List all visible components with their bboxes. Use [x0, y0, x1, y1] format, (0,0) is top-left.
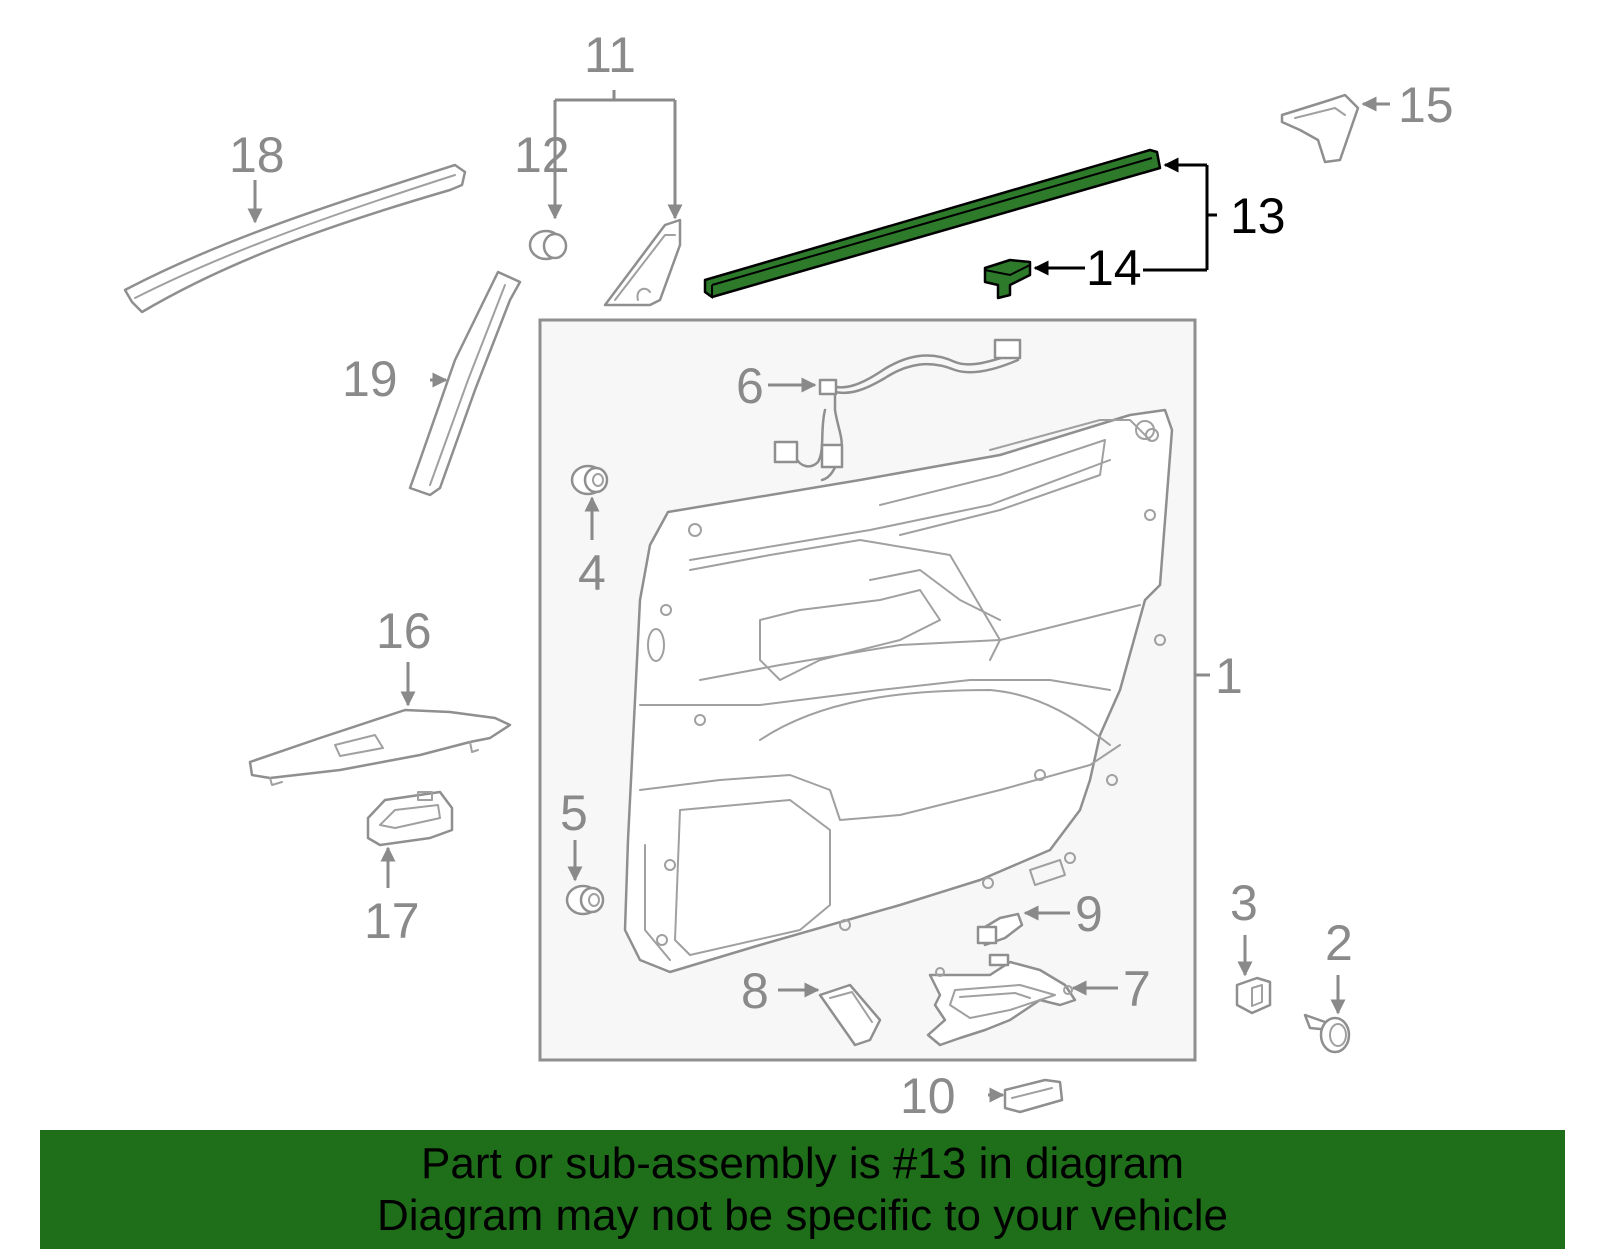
callout-12: 12 — [514, 127, 570, 183]
callout-2: 2 — [1325, 915, 1353, 971]
callout-3: 3 — [1230, 875, 1258, 931]
clip-part-14[interactable] — [983, 258, 1032, 300]
callout-9: 9 — [1075, 886, 1103, 942]
callout-1: 1 — [1215, 648, 1243, 704]
clip-part-5[interactable] — [565, 884, 605, 916]
callout-18: 18 — [229, 127, 285, 183]
callout-7: 7 — [1123, 961, 1151, 1017]
footer-banner: Part or sub-assembly is #13 in diagram D… — [40, 1130, 1565, 1249]
clip-part-4[interactable] — [570, 464, 609, 496]
screw-part-2[interactable] — [1303, 1013, 1351, 1054]
belt-molding-part-13[interactable] — [703, 148, 1162, 299]
callout-16: 16 — [376, 603, 432, 659]
footer-line-disclaimer: Diagram may not be specific to your vehi… — [376, 1191, 1229, 1240]
switch-part-17[interactable] — [366, 790, 454, 847]
callout-17: 17 — [364, 893, 420, 949]
callout-11: 11 — [584, 27, 636, 83]
callout-19: 19 — [342, 351, 398, 407]
switch-base-part-16[interactable] — [248, 708, 512, 786]
nut-part-3[interactable] — [1235, 976, 1272, 1015]
wire-harness-part-6[interactable] — [773, 338, 1022, 482]
callout-5: 5 — [560, 785, 588, 841]
cover-part-8[interactable] — [818, 983, 882, 1047]
footer-line-part-number: Part or sub-assembly is #13 in diagram — [421, 1139, 1184, 1188]
bracket-part-15[interactable] — [1280, 93, 1360, 164]
switch-part-9[interactable] — [976, 912, 1024, 947]
inside-handle-part-7[interactable] — [926, 953, 1077, 1047]
callout-10: 10 — [900, 1068, 956, 1124]
switch-part-10[interactable] — [1003, 1078, 1064, 1114]
callout-15: 15 — [1398, 77, 1454, 133]
molding-part-18[interactable] — [123, 163, 467, 314]
callout-6: 6 — [736, 358, 764, 414]
callout-14: 14 — [1086, 240, 1142, 296]
molding-part-19[interactable] — [408, 270, 522, 497]
garnish-part-11[interactable] — [603, 218, 682, 307]
door-trim-panel-part-1[interactable] — [623, 408, 1174, 974]
callout-8: 8 — [741, 963, 769, 1019]
callout-4: 4 — [578, 545, 606, 601]
callout-13: 13 — [1230, 188, 1286, 244]
clip-part-12[interactable] — [528, 229, 568, 261]
